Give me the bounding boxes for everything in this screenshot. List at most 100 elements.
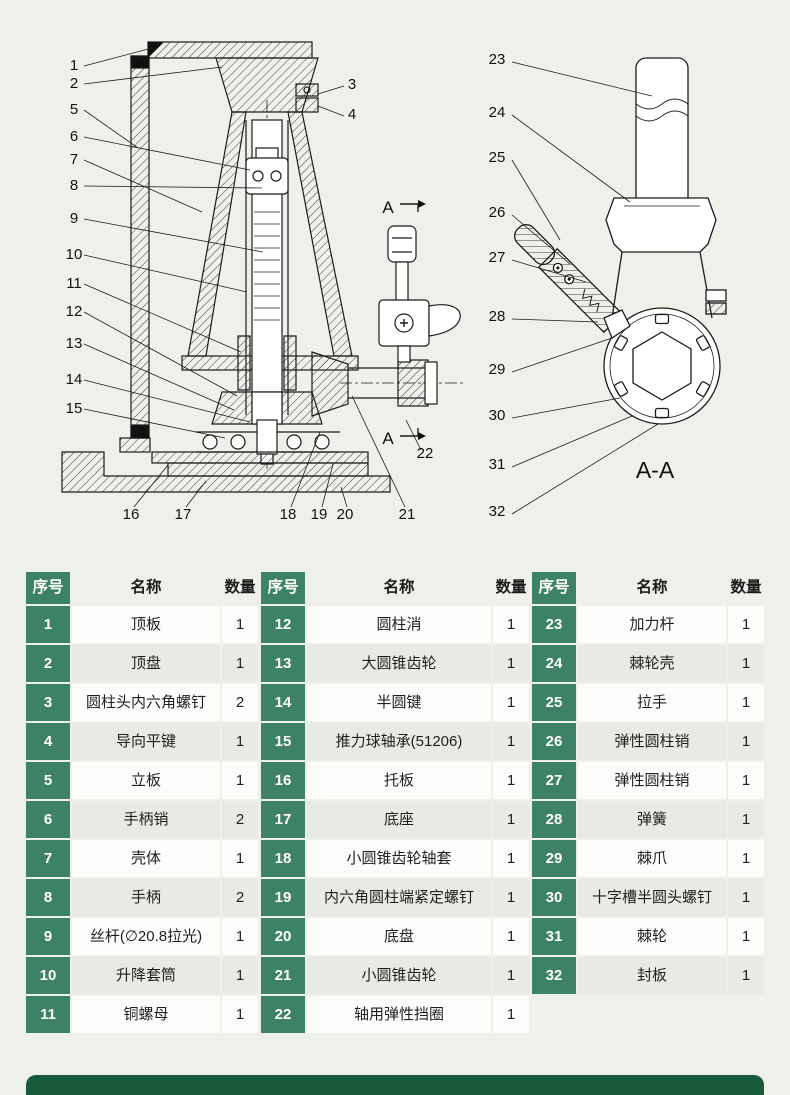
part-name: 内六角圆柱端紧定螺钉 xyxy=(307,879,491,916)
part-no: 4 xyxy=(26,723,70,760)
part-qty: 1 xyxy=(222,918,258,955)
table-row: 17 底座 1 xyxy=(261,801,529,838)
part-qty: 1 xyxy=(493,918,529,955)
callout-1: 1 xyxy=(70,57,78,74)
part-name: 小圆锥齿轮轴套 xyxy=(307,840,491,877)
table-header: 序号 名称 数量 xyxy=(261,572,529,604)
table-row: 18 小圆锥齿轮轴套 1 xyxy=(261,840,529,877)
part-no: 11 xyxy=(26,996,70,1033)
table-row: 22 轴用弹性挡圈 1 xyxy=(261,996,529,1033)
part-name: 加力杆 xyxy=(578,606,726,643)
part-name: 丝杆(∅20.8拉光) xyxy=(72,918,220,955)
part-no: 26 xyxy=(532,723,576,760)
table-row: 19 内六角圆柱端紧定螺钉 1 xyxy=(261,879,529,916)
header-qty: 数量 xyxy=(224,579,256,597)
table-row: 24 棘轮壳 1 xyxy=(532,645,764,682)
callout-20: 20 xyxy=(337,506,354,523)
part-qty: 1 xyxy=(222,762,258,799)
parts-table-column-1: 序号 名称 数量 1 顶板 1 2 顶盘 1 3 圆柱头内六角螺钉 2 xyxy=(26,572,258,1035)
part-no: 3 xyxy=(26,684,70,721)
guide-key xyxy=(295,97,319,113)
part-no: 18 xyxy=(261,840,305,877)
part-no: 5 xyxy=(26,762,70,799)
table-row: 7 壳体 1 xyxy=(26,840,258,877)
part-name: 壳体 xyxy=(72,840,220,877)
callout-28: 28 xyxy=(489,308,506,325)
callout-25: 25 xyxy=(489,149,506,166)
gear-shaft-sleeve xyxy=(397,359,429,407)
callout-6: 6 xyxy=(70,128,78,145)
table-row: 31 棘轮 1 xyxy=(532,918,764,955)
table-row: 8 手柄 2 xyxy=(26,879,258,916)
part-qty: 1 xyxy=(493,723,529,760)
callout-22: 22 xyxy=(417,445,434,462)
spring-zigzag xyxy=(581,289,600,313)
part-qty: 1 xyxy=(728,762,764,799)
jack-assembly-drawing: 1 2 3 4 5 6 7 8 9 10 11 12 13 14 15 16 1… xyxy=(61,41,727,523)
table-row: 30 十字槽半圆头螺钉 1 xyxy=(532,879,764,916)
callout-24: 24 xyxy=(489,104,506,121)
section-label: A-A xyxy=(636,457,675,483)
part-qty: 1 xyxy=(493,606,529,643)
part-name: 弹性圆柱销 xyxy=(578,762,726,799)
table-row: 26 弹性圆柱销 1 xyxy=(532,723,764,760)
part-no: 25 xyxy=(532,684,576,721)
callout-labels: 1 2 3 4 5 6 7 8 9 10 11 12 13 14 15 16 1… xyxy=(66,51,675,523)
part-name: 大圆锥齿轮 xyxy=(307,645,491,682)
table-row: 21 小圆锥齿轮 1 xyxy=(261,957,529,994)
table-row: 13 大圆锥齿轮 1 xyxy=(261,645,529,682)
part-name: 底盘 xyxy=(307,918,491,955)
part-no: 29 xyxy=(532,840,576,877)
part-qty: 1 xyxy=(493,684,529,721)
table-row: 9 丝杆(∅20.8拉光) 1 xyxy=(26,918,258,955)
part-qty: 1 xyxy=(493,840,529,877)
callout-18: 18 xyxy=(280,506,297,523)
part-name: 手柄 xyxy=(72,879,220,916)
callout-23: 23 xyxy=(489,51,506,68)
callout-11: 11 xyxy=(66,275,82,292)
part-qty: 2 xyxy=(222,801,258,838)
part-no: 13 xyxy=(261,645,305,682)
part-no: 21 xyxy=(261,957,305,994)
part-qty: 1 xyxy=(728,957,764,994)
table-header: 序号 名称 数量 xyxy=(532,572,764,604)
part-qty: 2 xyxy=(222,879,258,916)
part-name: 推力球轴承(51206) xyxy=(307,723,491,760)
part-name: 小圆锥齿轮 xyxy=(307,957,491,994)
part-qty: 1 xyxy=(222,996,258,1033)
handle-knob xyxy=(387,225,417,263)
section-marker-bottom: A xyxy=(382,429,394,448)
callout-29: 29 xyxy=(489,361,506,378)
part-qty: 1 xyxy=(493,996,529,1033)
housing-wall-right xyxy=(287,111,353,357)
part-qty: 1 xyxy=(728,840,764,877)
top-plate xyxy=(147,41,313,59)
header-no: 序号 xyxy=(532,572,576,604)
right-detail-view xyxy=(514,57,727,425)
part-no: 1 xyxy=(26,606,70,643)
base xyxy=(61,451,391,493)
callout-3: 3 xyxy=(348,76,356,93)
table-row: 29 棘爪 1 xyxy=(532,840,764,877)
part-name: 圆柱头内六角螺钉 xyxy=(72,684,220,721)
part-name: 底座 xyxy=(307,801,491,838)
table-row: 25 拉手 1 xyxy=(532,684,764,721)
part-name: 弹簧 xyxy=(578,801,726,838)
part-no: 16 xyxy=(261,762,305,799)
part-qty: 1 xyxy=(493,645,529,682)
callout-31: 31 xyxy=(489,456,506,473)
part-no: 9 xyxy=(26,918,70,955)
header-no: 序号 xyxy=(261,572,305,604)
part-qty: 1 xyxy=(728,645,764,682)
part-no: 12 xyxy=(261,606,305,643)
header-qty: 数量 xyxy=(495,579,527,597)
table-row: 12 圆柱消 1 xyxy=(261,606,529,643)
callout-27: 27 xyxy=(489,249,506,266)
callout-10: 10 xyxy=(66,246,83,263)
callout-4: 4 xyxy=(348,106,356,123)
part-name: 铜螺母 xyxy=(72,996,220,1033)
part-qty: 1 xyxy=(728,684,764,721)
table-row: 11 铜螺母 1 xyxy=(26,996,258,1033)
part-name: 轴用弹性挡圈 xyxy=(307,996,491,1033)
part-qty: 1 xyxy=(493,801,529,838)
